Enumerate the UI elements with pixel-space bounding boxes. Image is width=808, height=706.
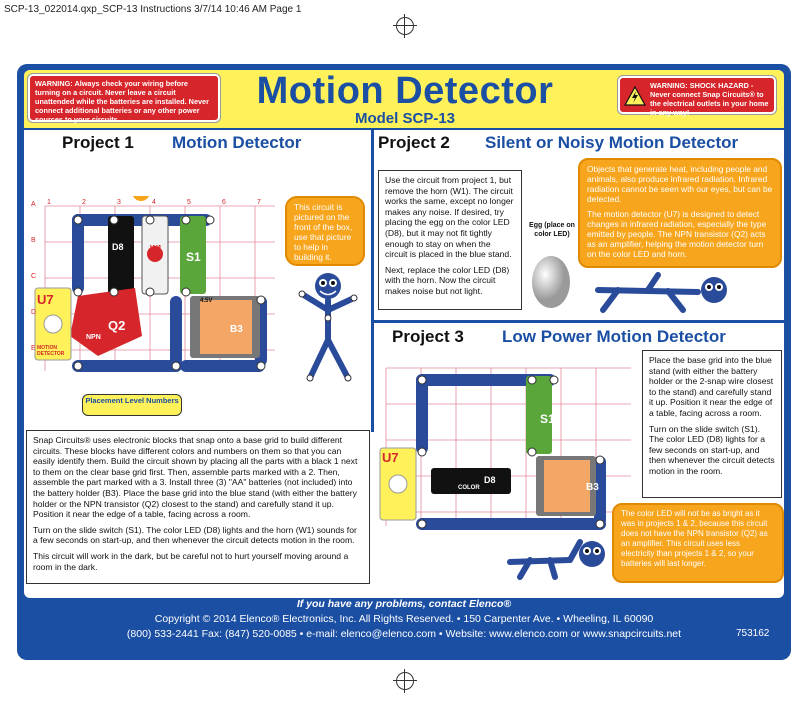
project1-paragraph-1: Snap Circuits® uses electronic blocks th… [33,435,358,520]
grid-row-c: C [31,273,37,280]
model-number: Model SCP-13 [354,110,456,127]
project3-instructions: Place the base grid into the blue stand … [642,350,782,498]
project2-paragraph-1: Use the circuit from project 1, but remo… [385,175,514,260]
project2-name: Silent or Noisy Motion Detector [485,133,739,152]
project2-instructions: Use the circuit from project 1, but remo… [378,170,522,310]
copyright-line: Copyright © 2014 Elenco® Electronics, In… [154,613,654,625]
registration-mark-bottom [393,669,417,693]
project3-circuit-svg [379,367,631,530]
snappy-mascot-icon [298,273,358,382]
project1-circuit-diagram [30,183,280,376]
grid-row-e: E [31,345,36,352]
project1-callout-text: This circuit is pictured on the front of… [294,202,353,262]
project1-instructions: Snap Circuits® uses electronic blocks th… [26,430,370,584]
project1-paragraph-3: This circuit will work in the dark, but … [33,550,349,572]
project2-info-box: Objects that generate heat, including pe… [578,158,782,268]
project3-note: The color LED will not be as bright as i… [612,503,784,583]
shock-warning-text: WARNING: SHOCK HAZARD - Never connect Sn… [650,81,769,117]
project3-note-text: The color LED will not be as bright as i… [621,509,768,568]
p3-d8-label: D8 [484,475,496,485]
grid-col-5: 5 [187,199,191,206]
project3-circuit-diagram [376,356,638,532]
project3-label: Project 3 [392,327,464,346]
wiring-warning: WARNING: Always check your wiring before… [28,74,220,124]
project2-paragraph-2: Next, replace the color LED (D8) with th… [385,264,510,296]
project3-paragraph-2: Turn on the slide switch (S1). The color… [649,423,775,476]
grid-row-b: B [31,237,36,244]
p3-color-label: COLOR [458,485,480,491]
help-line: If you have any problems, contact Elenco… [296,598,512,610]
project2-3-divider [371,320,784,323]
egg-icon [532,256,570,308]
shock-warning: WARNING: SHOCK HAZARD - Never connect Sn… [618,76,776,117]
project3-paragraph-1: Place the base grid into the blue stand … [649,355,774,418]
registration-mark-top [393,14,417,38]
w1-label: W1 [150,244,162,253]
project3-name: Low Power Motion Detector [502,327,726,346]
s1-label: S1 [186,250,201,264]
p3-b3-label: B3 [586,482,599,493]
project1-name: Motion Detector [172,133,302,152]
volt-label: 4.5V [200,298,213,304]
project1-callout: This circuit is pictured on the front of… [285,196,365,266]
print-header: SCP-13_022014.qxp_SCP-13 Instructions 3/… [4,4,302,15]
snappy-lying-icon [595,272,727,313]
grid-col-2: 2 [82,199,86,206]
contact-line: (800) 533-2441 Fax: (847) 520-0085 • e-m… [126,628,682,640]
motion-detector-label: MOTION DETECTOR [37,345,65,357]
placement-level-numbers: Placement Level Numbers [82,394,182,416]
d8-label: D8 [112,242,124,252]
grid-row-d: D [31,309,37,316]
grid-col-1: 1 [47,199,51,206]
grid-row-a: A [31,201,36,208]
page-title: Motion Detector [256,70,554,112]
project1-paragraph-2: Turn on the slide switch (S1). The color… [33,524,357,546]
q2-label: Q2 [108,318,126,333]
b3-label: B3 [230,324,243,335]
column-divider [371,128,374,432]
p3-s1-label: S1 [540,412,555,426]
project2-label: Project 2 [378,133,450,152]
project2-info-2: The motion detector (U7) is designed to … [587,209,767,259]
part-number: 753162 [736,628,770,639]
project1-circuit-svg [34,183,275,372]
u7-label: U7 [37,292,54,307]
high-voltage-icon [624,86,646,106]
grid-col-4: 4 [152,199,156,206]
project1-label: Project 1 [62,133,134,152]
p3-u7-label: U7 [382,450,399,465]
project2-info-1: Objects that generate heat, including pe… [587,164,773,204]
grid-col-7: 7 [257,199,261,206]
egg-label: Egg (place on color LED) [529,222,575,238]
npn-label: NPN [86,334,101,341]
snappy-sitting-icon [507,539,605,580]
grid-col-3: 3 [117,199,121,206]
grid-col-6: 6 [222,199,226,206]
